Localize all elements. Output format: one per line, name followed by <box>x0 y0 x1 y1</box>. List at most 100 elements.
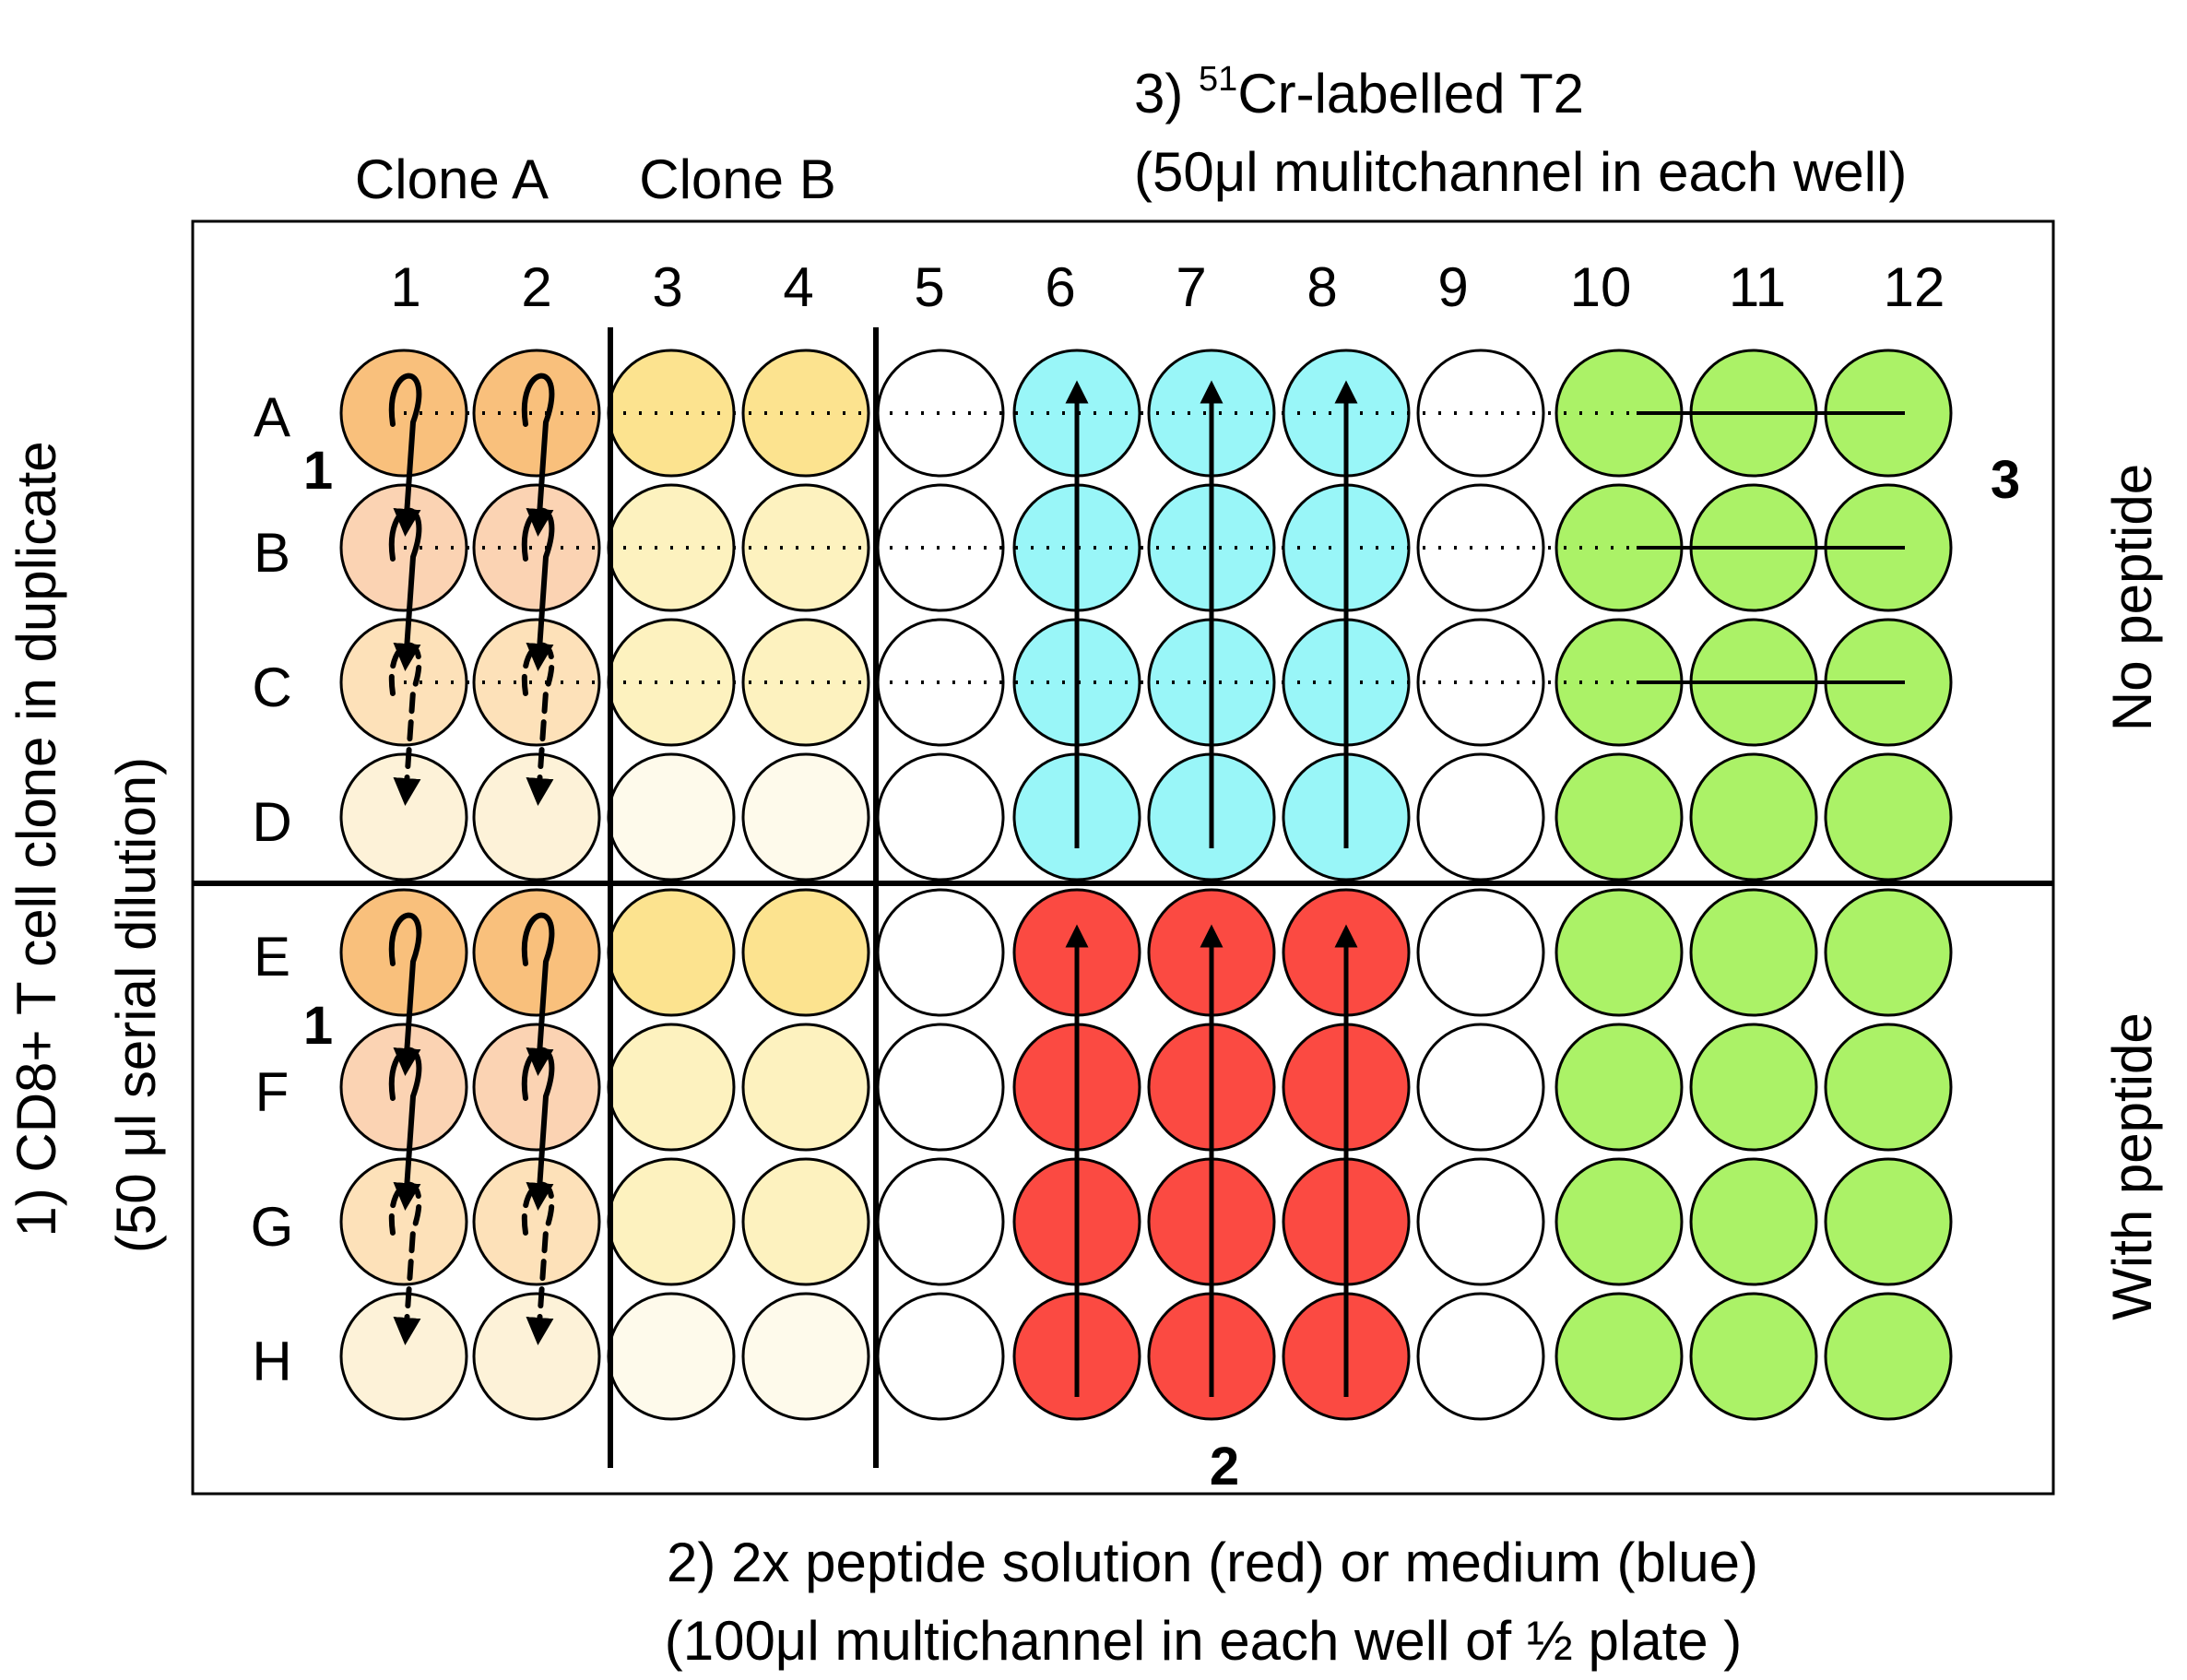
well-B9 <box>1416 483 1545 612</box>
plate-frame <box>191 219 2055 1496</box>
dilution-arrow <box>388 1047 422 1211</box>
dilution-arrow <box>388 373 422 537</box>
step3-prefix: 3) <box>1134 63 1199 124</box>
well-C9 <box>1416 618 1545 747</box>
well-G11 <box>1689 1157 1818 1286</box>
bottom-caption-line1: 2) 2x peptide solution (red) or medium (… <box>667 1532 1758 1593</box>
column-label: 11 <box>1729 256 1786 318</box>
well-E4 <box>741 888 870 1017</box>
well-E12 <box>1824 888 1953 1017</box>
well-G10 <box>1555 1157 1684 1286</box>
clone-dividers <box>608 327 879 1468</box>
well-F3 <box>607 1023 736 1152</box>
well-B4 <box>741 483 870 612</box>
well-G12 <box>1824 1157 1953 1286</box>
multichannel-arrows <box>1065 380 1358 1397</box>
column-label: 7 <box>1176 256 1206 318</box>
dilution-arrow <box>388 912 422 1076</box>
row-label: A <box>254 386 290 448</box>
step3-rest: Cr-labelled T2 <box>1237 63 1584 124</box>
solid-row-lines <box>1637 411 1905 684</box>
row-label: G <box>251 1196 294 1258</box>
column-label: 10 <box>1570 256 1632 318</box>
well-D1 <box>339 752 468 881</box>
right-caption-no-peptide: No peptide <box>2101 464 2163 731</box>
step3-subtitle: (50μl mulitchannel in each well) <box>1134 141 1907 203</box>
row-label: C <box>252 657 291 718</box>
left-caption-line2: (50 μl serial dilution) <box>105 757 167 1253</box>
well-D11 <box>1689 752 1818 881</box>
well-G1 <box>339 1157 468 1286</box>
well-H5 <box>876 1292 1005 1421</box>
dilution-arrow <box>521 912 555 1076</box>
well-C2 <box>472 618 601 747</box>
step-marker-1-bottom: 1 <box>303 996 333 1056</box>
well-D9 <box>1416 752 1545 881</box>
well-H3 <box>607 1292 736 1421</box>
left-caption-line1: 1) CD8+ T cell clone in duplicate <box>6 441 67 1236</box>
well-grid <box>339 349 1953 1421</box>
dilution-arrow <box>521 642 555 806</box>
row-label: B <box>254 522 290 584</box>
well-E11 <box>1689 888 1818 1017</box>
column-labels: 1 2 3 4 5 6 7 8 9 10 11 12 <box>390 256 1945 318</box>
well-H1 <box>339 1292 468 1421</box>
well-E2 <box>472 888 601 1017</box>
well-D10 <box>1555 752 1684 881</box>
well-F5 <box>876 1023 1005 1152</box>
well-H9 <box>1416 1292 1545 1421</box>
well-D12 <box>1824 752 1953 881</box>
well-G3 <box>607 1157 736 1286</box>
well-D3 <box>607 752 736 881</box>
step-marker-2: 2 <box>1210 1437 1239 1497</box>
well-F11 <box>1689 1023 1818 1152</box>
well-E9 <box>1416 888 1545 1017</box>
well-B2 <box>472 483 601 612</box>
column-label: 3 <box>652 256 682 318</box>
dilution-arrow <box>388 642 422 806</box>
step3-title: 3) 51Cr-labelled T2 <box>1134 60 1584 124</box>
well-E1 <box>339 888 468 1017</box>
column-label: 6 <box>1045 256 1075 318</box>
row-label: E <box>254 926 290 988</box>
bottom-caption-line2: (100μl multichannel in each well of ½ pl… <box>665 1610 1743 1672</box>
well-A2 <box>472 349 601 478</box>
well-E5 <box>876 888 1005 1017</box>
right-caption-with-peptide: With peptide <box>2101 1012 2163 1320</box>
step-marker-1-top: 1 <box>303 441 333 501</box>
column-label: 8 <box>1306 256 1337 318</box>
well-C4 <box>741 618 870 747</box>
dilution-arrow <box>521 373 555 537</box>
well-A4 <box>741 349 870 478</box>
well-F10 <box>1555 1023 1684 1152</box>
serial-dilution-arrows <box>388 373 555 1345</box>
well-D4 <box>741 752 870 881</box>
well-F2 <box>472 1023 601 1152</box>
well-F9 <box>1416 1023 1545 1152</box>
row-label: D <box>252 791 291 853</box>
well-H10 <box>1555 1292 1684 1421</box>
well-G5 <box>876 1157 1005 1286</box>
well-G2 <box>472 1157 601 1286</box>
well-F4 <box>741 1023 870 1152</box>
column-label: 4 <box>783 256 813 318</box>
dilution-arrow <box>388 1181 422 1345</box>
dilution-arrow <box>521 507 555 671</box>
well-A9 <box>1416 349 1545 478</box>
well-G4 <box>741 1157 870 1286</box>
well-E3 <box>607 888 736 1017</box>
well-H11 <box>1689 1292 1818 1421</box>
well-G9 <box>1416 1157 1545 1286</box>
well-D5 <box>876 752 1005 881</box>
column-label: 5 <box>914 256 944 318</box>
row-label: H <box>252 1331 291 1392</box>
dilution-arrow <box>521 1047 555 1211</box>
well-H12 <box>1824 1292 1953 1421</box>
column-label: 9 <box>1437 256 1468 318</box>
step3-superscript: 51 <box>1199 60 1237 99</box>
clone-a-label: Clone A <box>355 148 549 210</box>
dilution-arrow <box>521 1181 555 1345</box>
well-F1 <box>339 1023 468 1152</box>
step-marker-3: 3 <box>1991 450 2020 510</box>
